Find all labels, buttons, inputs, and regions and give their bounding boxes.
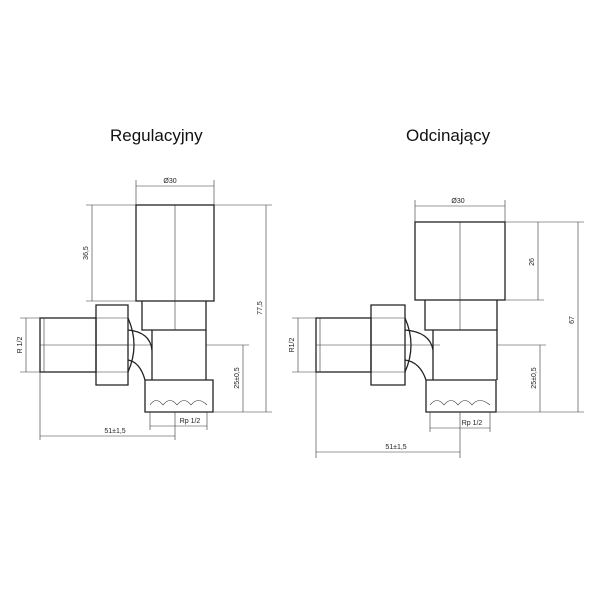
body-upper <box>424 300 498 331</box>
dim-total-height: 77,5 <box>257 301 264 315</box>
dim-outlet-thread: Rp 1/2 <box>462 420 483 427</box>
body-upper <box>141 301 207 331</box>
outlet-outline <box>144 379 214 413</box>
valve-odcinajacy: Ø30 26 67 R1/2 25±0,5 Rp 1/2 <box>289 198 584 458</box>
dim-thread-left: R 1/2 <box>17 337 24 354</box>
dim-thread-left: R1/2 <box>289 338 296 353</box>
elbow <box>404 329 434 351</box>
dim-outlet-thread: Rp 1/2 <box>180 418 201 425</box>
body-vertical <box>432 330 498 380</box>
dim-cap-diameter: Ø30 <box>451 198 464 205</box>
dim-outlet-height: 25±0,5 <box>234 367 241 388</box>
title-regulacyjny: Regulacyjny <box>110 126 203 145</box>
outlet-outline <box>425 379 497 413</box>
dim-cap-diameter: Ø30 <box>163 178 176 185</box>
title-odcinajacy: Odcinający <box>406 126 491 145</box>
valve-regulacyjny: Ø30 36,5 77,5 R 1/2 25±0,5 Rp 1/ <box>17 178 272 440</box>
outlet-thread <box>429 400 491 406</box>
dim-length: 51±1,5 <box>385 444 406 451</box>
dim-cap-height: 36,5 <box>83 246 90 260</box>
elbow <box>127 329 153 351</box>
body-vertical <box>151 330 207 380</box>
dim-total-height: 67 <box>569 316 576 324</box>
dim-length: 51±1,5 <box>104 428 125 435</box>
outlet-thread <box>149 400 208 406</box>
dim-cap-height: 26 <box>529 258 536 266</box>
dim-outlet-height: 25±0,5 <box>531 367 538 388</box>
